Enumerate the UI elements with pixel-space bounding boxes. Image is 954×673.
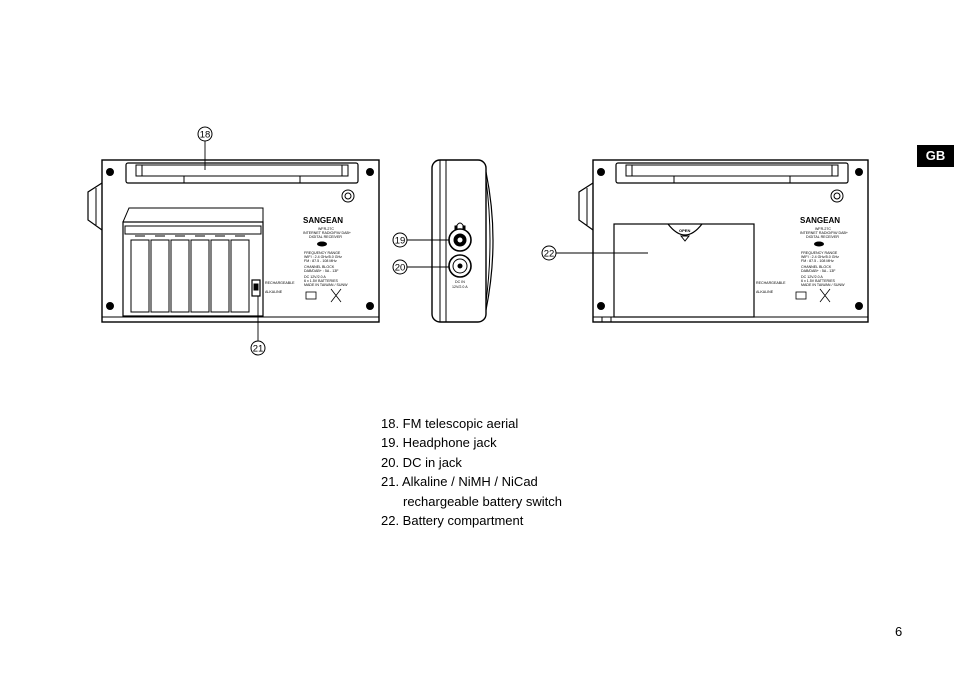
- label-brand: SANGEAN: [303, 216, 343, 225]
- legend-item-19: 19. Headphone jack: [381, 435, 497, 451]
- label-brand-r: SANGEAN: [800, 216, 840, 225]
- door-open-label: OPEN: [679, 228, 690, 233]
- rating-label-left: SANGEAN WFR-27C INTERNET RADIO/FM/ DAB+ …: [265, 216, 351, 294]
- label-model-r: WFR-27C: [815, 227, 831, 231]
- label-power-3: MADE IN TAIWAN / SUNW: [304, 283, 348, 287]
- label-channel-title-r: CHANNEL BLOCK: [801, 265, 832, 269]
- label-product-1: INTERNET RADIO/FM/ DAB+: [303, 231, 351, 235]
- label-freq-wifi-r: WIFI : 2.4 GHz/5.0 GHz: [801, 255, 839, 259]
- label-power-1: DC 12V/2.0 A: [304, 275, 326, 279]
- label-freq-fm: FM : 87.5 - 108 MHz: [304, 259, 337, 263]
- legend-item-21: 21. Alkaline / NiMH / NiCad: [381, 474, 538, 490]
- label-freq-fm-r: FM : 87.5 - 108 MHz: [801, 259, 834, 263]
- label-power-2-r: 6 x 1.5V BATTERIES: [801, 279, 835, 283]
- side-dc-label: DC IN: [455, 280, 465, 284]
- label-product-1-r: INTERNET RADIO/FM/ DAB+: [800, 231, 848, 235]
- legend-item-20: 20. DC in jack: [381, 454, 462, 470]
- label-product-2-r: DIGITAL RECEIVER: [806, 235, 839, 239]
- label-channel-title: CHANNEL BLOCK: [304, 265, 335, 269]
- callout-22: 22: [544, 249, 555, 260]
- label-power-2: 6 x 1.5V BATTERIES: [304, 279, 338, 283]
- callout-21: 21: [253, 344, 264, 355]
- rating-label-right: SANGEAN WFR-27C INTERNET RADIO/FM/ DAB+ …: [679, 216, 848, 294]
- label-freq-wifi: WIFI : 2.4 GHz/5.0 GHz: [304, 255, 342, 259]
- label-channel-val-r: DAB/DAB+ : 5A - 13F: [801, 269, 836, 273]
- switch-alkaline-left: ALKALINE: [265, 290, 283, 294]
- legend-item-21-cont: rechargeable battery switch: [403, 493, 562, 509]
- switch-rechargeable-right: RECHARGEABLE: [756, 281, 786, 285]
- switch-alkaline-right: ALKALINE: [756, 290, 774, 294]
- side-view: [431, 159, 494, 323]
- callout-19: 19: [395, 236, 406, 247]
- label-product-2: DIGITAL RECEIVER: [309, 235, 342, 239]
- label-channel-val: DAB/DAB+ : 5A - 13F: [304, 269, 339, 273]
- legend-item-18: 18. FM telescopic aerial: [381, 416, 519, 431]
- rear-view-closed: [578, 159, 869, 323]
- label-freq-title-r: FREQUENCY RANGE: [801, 251, 838, 255]
- rear-view-open: [87, 159, 380, 323]
- switch-rechargeable-left: RECHARGEABLE: [265, 281, 295, 285]
- callout-20: 20: [395, 263, 406, 274]
- label-model: WFR-27C: [318, 227, 334, 231]
- legend-item-22: 22. Battery compartment: [381, 513, 524, 529]
- side-volt-label: 12V/2.0 A: [452, 285, 468, 289]
- label-freq-title: FREQUENCY RANGE: [304, 251, 341, 255]
- callout-18: 18: [200, 130, 211, 141]
- language-tab: GB: [917, 145, 954, 167]
- label-power-1-r: DC 12V/2.0 A: [801, 275, 823, 279]
- label-power-3-r: MADE IN TAIWAN / SUNW: [801, 283, 845, 287]
- page-number: 6: [895, 624, 903, 639]
- parts-legend: 18. FM telescopic aerial 19. Headphone j…: [381, 414, 562, 530]
